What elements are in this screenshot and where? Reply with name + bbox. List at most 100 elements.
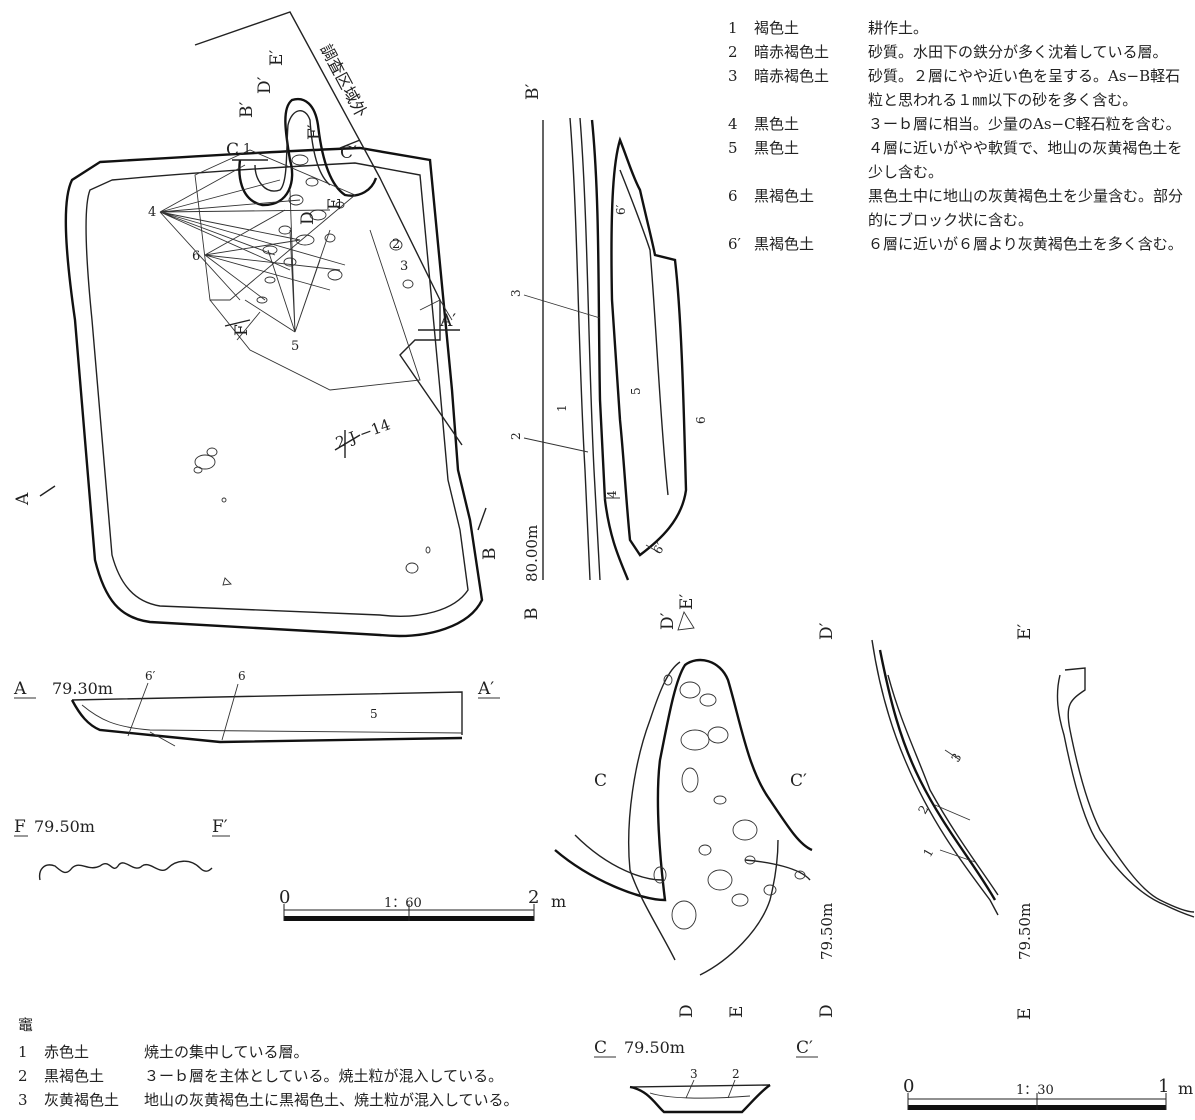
section-bb-layer-5 xyxy=(619,169,669,496)
kamado-stones xyxy=(653,674,806,930)
scale-60-unit: m xyxy=(551,892,566,911)
section-bb-label-5: 5 xyxy=(629,387,643,395)
legend-desc: 地山の灰黄褐色土に黒褐色土、焼土粒が混入している。 xyxy=(144,1091,519,1109)
section-bb-elev: 80.00m xyxy=(523,525,541,582)
section-cc-label-2: 2 xyxy=(732,1067,740,1081)
kamado-plan-outer xyxy=(554,658,813,902)
section-bb-label-1: 1 xyxy=(555,404,569,412)
legend-num: 5 xyxy=(728,139,738,157)
section-dd-label-2: 2 xyxy=(915,803,931,817)
plan-marker-c2: C′ xyxy=(340,143,357,163)
section-ee-label: E′ xyxy=(1015,624,1035,640)
kamado-plan-d-bottom: D xyxy=(677,1004,697,1018)
legend-row: 5 黒色土 ４層に近いがやや軟質で、地山の灰黄褐色土を少し含む。 xyxy=(728,136,1188,184)
legend-kamado: 1 赤色土 焼土の集中している層。 2 黒褐色土 ３ーｂ層を主体としている。焼土… xyxy=(18,1040,578,1112)
legend-row: 6′ 黒褐色土 ６層に近いが６層より灰黄褐色土を多く含む。 xyxy=(728,232,1188,256)
legend-row: 4 黒色土 ３ーｂ層に相当。少量のAs−C軽石粒を含む。 xyxy=(728,112,1188,136)
section-dd-label: D′ xyxy=(817,622,837,640)
section-ff-end: F′ xyxy=(212,817,228,837)
outside-area-label: 調査区域外 xyxy=(316,41,370,121)
section-bb-layer-3 xyxy=(590,119,630,581)
scale-60-zero: 0 xyxy=(279,887,290,908)
section-aa-layer-label-6: 6 xyxy=(238,669,246,683)
plan-marker-b: B xyxy=(480,548,500,561)
legend-soil: 灰黄褐色土 xyxy=(44,1091,120,1109)
section-aa-leader xyxy=(127,682,239,741)
section-bb-end: B′ xyxy=(523,84,543,100)
section-cc-start: C xyxy=(594,1038,607,1058)
legend-desc: 焼土の集中している層。 xyxy=(144,1043,309,1061)
legend-soil: 暗赤褐色土 xyxy=(754,43,830,61)
section-aa xyxy=(70,682,463,747)
kamado-plan-right-wall xyxy=(699,839,779,976)
callout-4: 4 xyxy=(148,205,156,220)
legend-soil: 褐色土 xyxy=(754,19,800,37)
grid-reference-label: 2 J −14 xyxy=(333,415,392,451)
cut-lines xyxy=(39,139,487,531)
plan-marker-c: C xyxy=(226,140,239,160)
section-ee-line-2 xyxy=(1056,674,1195,918)
kamado-plan-c-left: C xyxy=(594,771,607,791)
legend-row: 3 灰黄褐色土 地山の灰黄褐色土に黒褐色土、焼土粒が混入している。 xyxy=(18,1088,578,1112)
legend-desc: ４層に近いがやや軟質で、地山の灰黄褐色土を少し含む。 xyxy=(868,139,1183,181)
section-bb-label-4: 4 xyxy=(605,490,619,498)
plan-marker-d2: D′ xyxy=(255,76,275,94)
scale-30-zero: 0 xyxy=(903,1076,914,1097)
legend-soil: 黒褐色土 xyxy=(754,235,815,253)
section-bb-layer-2 xyxy=(579,117,601,581)
section-bb-layer-1 xyxy=(569,117,591,581)
kamado-plan-d-right: D xyxy=(817,1004,837,1018)
section-bb-label-3: 3 xyxy=(509,289,523,297)
plan-marker-b2: B′ xyxy=(237,102,257,118)
section-ff-profile xyxy=(38,860,213,881)
legend-row: 2 黒褐色土 ３ーｂ層を主体としている。焼土粒が混入している。 xyxy=(18,1064,578,1088)
legend-soil: 黒色土 xyxy=(754,139,800,157)
section-dd-outer xyxy=(871,639,999,916)
callout-2: 2 xyxy=(392,237,400,252)
legend-num: 2 xyxy=(728,43,738,61)
section-cc-layer xyxy=(649,1092,751,1099)
section-dd-label-3: 3 xyxy=(948,751,964,765)
callout-3: 3 xyxy=(400,259,408,274)
scale-30-ratio: 1：30 xyxy=(1016,1083,1054,1098)
legend-desc: 耕作土。 xyxy=(868,19,929,37)
legend-desc: 黒色土中に地山の灰黄褐色土を少量含む。部分的にブロック状に含む。 xyxy=(868,187,1184,229)
legend-soil: 黒褐色土 xyxy=(754,187,815,205)
pit-outline-outer xyxy=(64,146,484,638)
legend-soil: 黒褐色土 xyxy=(44,1067,105,1085)
section-bb-label-6dash-top: 6′ xyxy=(614,204,628,215)
legend-row: 6 黒褐色土 黒色土中に地山の灰黄褐色土を少量含む。部分的にブロック状に含む。 xyxy=(728,184,1188,232)
legend-row: 1 赤色土 焼土の集中している層。 xyxy=(18,1040,578,1064)
kamado-plan-left-inner xyxy=(574,834,663,881)
legend-num: 1 xyxy=(18,1043,28,1061)
kamado-inner-plan xyxy=(254,110,331,192)
section-cc-surface xyxy=(629,1084,771,1088)
legend-desc: ６層に近いが６層より灰黄褐色土を多く含む。 xyxy=(868,235,1183,253)
kamado-plan-right-inner xyxy=(744,859,811,881)
section-dd-elev: 79.50m xyxy=(1016,903,1034,960)
section-cc-bottom xyxy=(629,1084,771,1114)
survey-boundary xyxy=(194,11,463,446)
section-aa-layer xyxy=(81,704,463,734)
section-aa-layer-6 xyxy=(149,731,176,747)
section-aa-elev: 79.30m xyxy=(52,679,113,698)
pit-outline-inner xyxy=(85,162,469,617)
plan-marker-d: D xyxy=(298,211,318,225)
stone-cluster-upper xyxy=(256,154,414,304)
kamado-outline-plan xyxy=(238,97,378,207)
plan-marker-f: F xyxy=(232,324,252,336)
legend-num: 3 xyxy=(728,67,738,85)
callout-leaders xyxy=(159,149,421,391)
section-bb-pit xyxy=(610,136,688,557)
kamado-plan-elev: 79.50m xyxy=(818,903,836,960)
section-bb-label-2: 2 xyxy=(509,432,523,440)
section-dd-line-1 xyxy=(878,649,997,901)
section-bb-label-6dash-bottom: 6′ xyxy=(650,540,667,556)
scale-30-end: 1 xyxy=(1158,1076,1169,1097)
f-cut-line xyxy=(236,311,261,341)
kamado-plan-arrow xyxy=(677,610,695,631)
section-bb xyxy=(523,117,688,581)
legend-soil: 赤色土 xyxy=(44,1043,90,1061)
section-cc-leaders xyxy=(685,1079,736,1099)
